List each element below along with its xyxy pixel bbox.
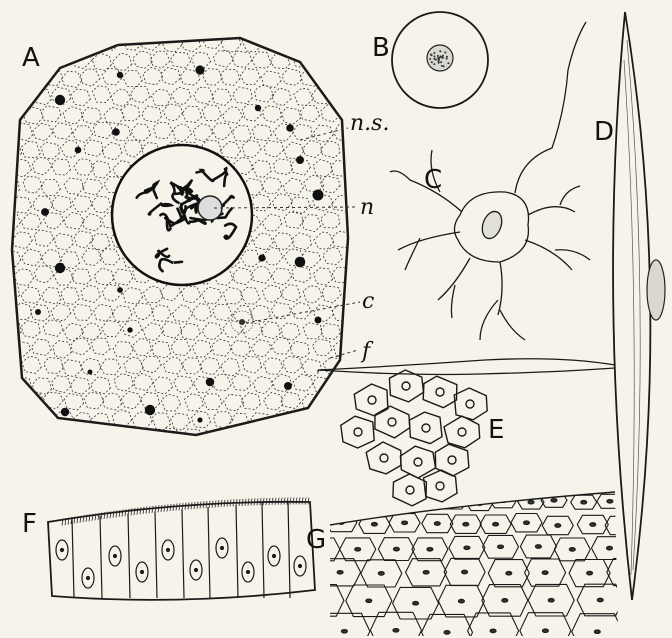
cell-c	[390, 22, 590, 340]
annotation-c: c	[362, 289, 374, 314]
cell-c-axon	[515, 22, 586, 193]
annotation-f: f	[360, 339, 374, 364]
label-d: D	[594, 117, 614, 147]
label-f: F	[22, 509, 37, 539]
label-a: A	[22, 43, 40, 73]
label-c: C	[424, 165, 442, 195]
annotation-ns: n.s.	[350, 111, 389, 136]
cell-g	[298, 493, 648, 638]
cell-d-striae	[624, 40, 640, 575]
cell-d-nucleus	[647, 260, 665, 320]
nucleus-membrane	[112, 145, 252, 285]
nucleolus	[198, 196, 222, 220]
label-b: B	[372, 33, 390, 63]
cell-f	[48, 497, 315, 599]
annotation-n: n	[360, 195, 374, 220]
cell-b	[392, 12, 488, 108]
cell-c-nucleus	[479, 209, 505, 241]
cell-f-outline	[48, 502, 315, 600]
label-g: G	[306, 525, 326, 555]
cell-c-dendrites	[390, 150, 590, 340]
label-e: E	[488, 415, 504, 445]
cell-d	[613, 12, 665, 600]
cell-a	[0, 31, 353, 448]
centrosome	[231, 311, 253, 333]
cell-e	[318, 359, 615, 506]
